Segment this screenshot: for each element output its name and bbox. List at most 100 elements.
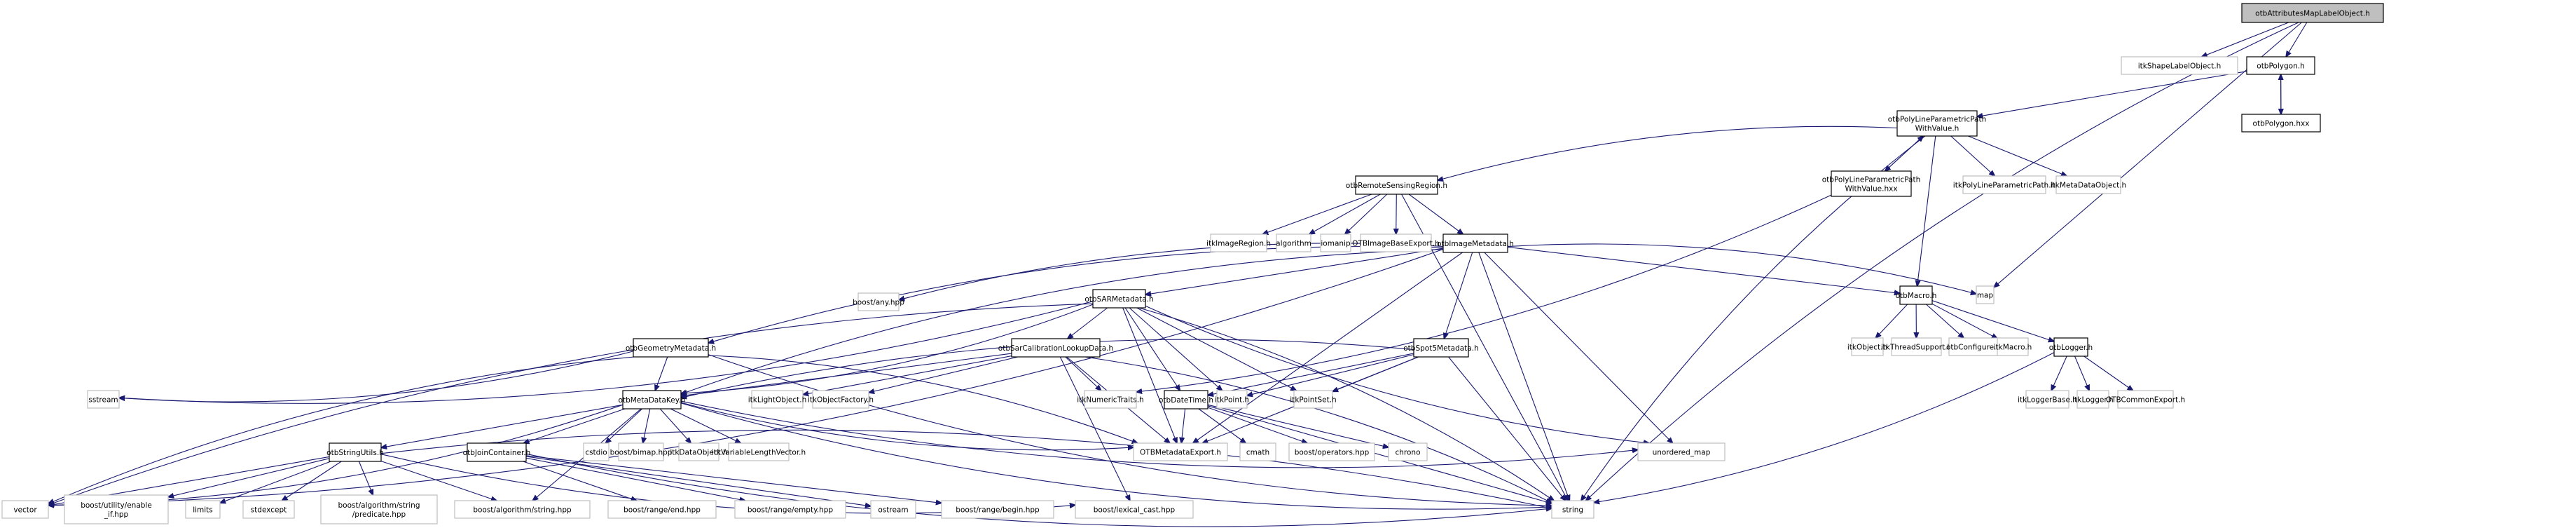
node-otbJoinContainer[interactable]: otbJoinContainer.h — [463, 442, 531, 462]
node-box — [1, 500, 49, 519]
node-box — [607, 500, 717, 519]
node-itkImageRegion: itkImageRegion.h — [1206, 233, 1271, 252]
node-label: otbImageMetadata.h — [1437, 240, 1514, 248]
node-label: itkPoint.h — [1215, 396, 1249, 405]
node-label: boost/algorithm/string.hpp — [473, 506, 572, 515]
node-box — [1133, 442, 1228, 461]
node-itkLightObject: itkLightObject.h — [748, 390, 806, 409]
node-box — [1413, 338, 1469, 358]
node-box — [1637, 442, 1726, 461]
edge-otbSARMetadata-to-otbSarCalibrationLookupData — [1068, 307, 1108, 339]
node-boostRangeBegin: boost/range/begin.hpp — [941, 500, 1054, 519]
node-label: limits — [193, 506, 213, 515]
node-label: boost/lexical_cast.hpp — [1094, 506, 1176, 515]
node-box — [1442, 233, 1508, 253]
edge-otbStringUtils-to-string — [380, 429, 1552, 508]
node-otbMetaDataKey[interactable]: otbMetaDataKey.h — [619, 390, 686, 409]
node-label: otbConfigure.h — [1946, 344, 2001, 352]
edge-otbSARMetadata-to-otbDateTime — [1124, 307, 1180, 391]
edge-root-to-itkShapeLabelObject — [2202, 22, 2289, 57]
edge-otbMetaDataKey-to-cstdio — [605, 408, 642, 443]
node-label: itkThreadSupport.h — [1881, 344, 1952, 352]
edge-otbMacro-to-itkMacro — [1931, 303, 1997, 339]
edge-otbImageMetadata-to-otbMetaDataKey — [681, 249, 1444, 394]
node-otbRemoteSensingRegion[interactable]: otbRemoteSensingRegion.h — [1346, 175, 1447, 195]
node-box — [1899, 285, 1933, 305]
node-otbStringUtils[interactable]: otbStringUtils.h — [326, 442, 384, 462]
node-otbPolygonHxx[interactable]: otbPolygon.hxx — [2241, 114, 2321, 133]
node-box — [633, 338, 709, 358]
node-otbGeometryMetadata[interactable]: otbGeometryMetadata.h — [626, 338, 716, 358]
node-label: cmath — [1246, 449, 1269, 457]
node-OTBMetadataExport: OTBMetadataExport.h — [1133, 442, 1228, 461]
node-otbSARMetadata[interactable]: otbSARMetadata.h — [1084, 289, 1154, 309]
node-otbDateTime[interactable]: otbDateTime.h — [1159, 390, 1213, 409]
node-label: itkImageRegion.h — [1206, 240, 1271, 248]
edge-otbLogger-to-string — [1594, 352, 2055, 503]
node-limits: limits — [185, 500, 221, 519]
node-otbLogger[interactable]: otbLogger.h — [2049, 337, 2093, 357]
edge-otbSarCalibrationLookupData-to-itkLightObject — [803, 356, 1012, 395]
node-box — [87, 390, 120, 409]
node-boostRangeEmpty: boost/range/empty.hpp — [734, 500, 846, 519]
node-box — [941, 500, 1054, 519]
node-label: itkVariableLengthVector.h — [712, 449, 806, 457]
node-label: otbPolygon.hxx — [2253, 120, 2310, 128]
node-otbPolygon[interactable]: otbPolygon.h — [2246, 56, 2315, 75]
edge-otbImageMetadata-to-otbGeometryMetadata — [708, 245, 1444, 343]
node-label: WithValue.h — [1915, 125, 1959, 133]
node-label: boost/range/end.hpp — [624, 506, 701, 515]
node-boostRangeEnd: boost/range/end.hpp — [607, 500, 717, 519]
edge-otbStringUtils-to-stdexcept — [282, 461, 342, 501]
node-label: ostream — [878, 506, 908, 515]
node-box — [1320, 233, 1351, 252]
node-sstream: sstream — [87, 390, 120, 409]
node-box — [728, 442, 790, 461]
edge-otbMetaDataKey-to-OTBMetadataExport — [680, 402, 1134, 450]
edge-otbSarCalibrationLookupData-to-otbMetaDataKey — [681, 353, 1012, 396]
node-label: OTBCommonExport.h — [2106, 396, 2185, 405]
node-root[interactable]: otbAttributesMapLabelObject.h — [2241, 3, 2384, 23]
node-label: /predicate.hpp — [352, 510, 406, 519]
node-box — [2121, 56, 2238, 75]
node-box — [1084, 390, 1137, 409]
node-otbSpot5Metadata[interactable]: otbSpot5Metadata.h — [1403, 338, 1479, 358]
node-label: otbPolyLineParametricPath — [1822, 176, 1921, 184]
edge-otbStringUtils-to-boostPredicate — [358, 461, 373, 495]
edge-otbLogger-to-itkLogger — [2074, 356, 2090, 391]
node-label: otbDateTime.h — [1159, 396, 1213, 405]
node-otbConfigure: otbConfigure.h — [1946, 337, 2001, 356]
node-label: boost/utility/enable — [81, 501, 152, 510]
node-box — [320, 494, 438, 524]
node-label: otbMetaDataKey.h — [619, 396, 686, 405]
node-itkDataObject: itkDataObject.h — [670, 442, 728, 461]
node-box — [618, 442, 664, 461]
node-label: otbLogger.h — [2049, 344, 2093, 352]
node-string: string — [1551, 500, 1594, 519]
node-otbMacro[interactable]: otbMacro.h — [1896, 285, 1937, 305]
node-box — [64, 494, 169, 524]
node-label: boost/algorithm/string — [338, 501, 420, 510]
node-itkMacro: itkMacro.h — [1994, 337, 2032, 356]
node-OTBImageBaseExport: OTBImageBaseExport.h — [1352, 233, 1440, 252]
node-itkShapeLabelObject: itkShapeLabelObject.h — [2121, 56, 2238, 75]
node-itkObject: itkObject.h — [1847, 337, 1887, 356]
node-box — [467, 442, 527, 462]
node-otbImageMetadata[interactable]: otbImageMetadata.h — [1437, 233, 1514, 253]
node-itkPointSet: itkPointSet.h — [1290, 390, 1337, 409]
edge-otbImageMetadata-to-OTBMetadataExport — [1193, 252, 1463, 443]
edge-otbStringUtils-to-boostAlgString — [380, 461, 497, 501]
node-iomanip: iomanip — [1320, 233, 1351, 252]
node-box — [1831, 170, 1912, 197]
node-otbSarCalibrationLookupData[interactable]: otbSarCalibrationLookupData.h — [998, 338, 1113, 358]
edge-otbPLPPWVhxx-to-otbPLPPWV — [1885, 136, 1924, 172]
edge-otbImageMetadata-to-otbSARMetadata — [1145, 248, 1444, 295]
node-box — [2241, 3, 2384, 23]
edge-otbMacro-to-otbConfigure — [1926, 304, 1964, 338]
node-boostLexicalCast: boost/lexical_cast.hpp — [1075, 500, 1194, 519]
node-itkPoint: itkPoint.h — [1215, 390, 1249, 409]
node-box — [2076, 390, 2109, 409]
